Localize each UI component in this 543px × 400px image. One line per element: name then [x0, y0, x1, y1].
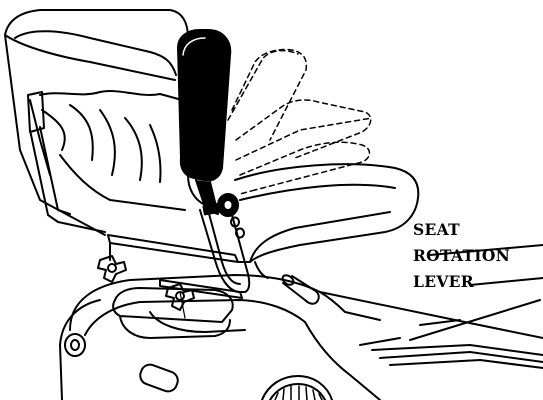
callout-line-3: LEVER	[413, 272, 474, 291]
seat-cushion	[234, 163, 420, 279]
armrest-raised-positions	[227, 48, 373, 195]
seat-pedestal	[112, 287, 234, 339]
seat-frame	[29, 126, 251, 293]
knob-center	[165, 283, 195, 311]
armrest	[177, 29, 245, 239]
callout-line-1: SEAT	[413, 220, 460, 239]
seat-back	[4, 9, 233, 236]
callout-line-2: ROTATION	[413, 246, 511, 265]
scooter-base	[59, 244, 543, 400]
seat-rotation-lever	[281, 274, 320, 305]
seat-rotation-lever-label: SEAT ROTATION LEVER	[413, 217, 538, 295]
knob-left	[97, 255, 127, 283]
